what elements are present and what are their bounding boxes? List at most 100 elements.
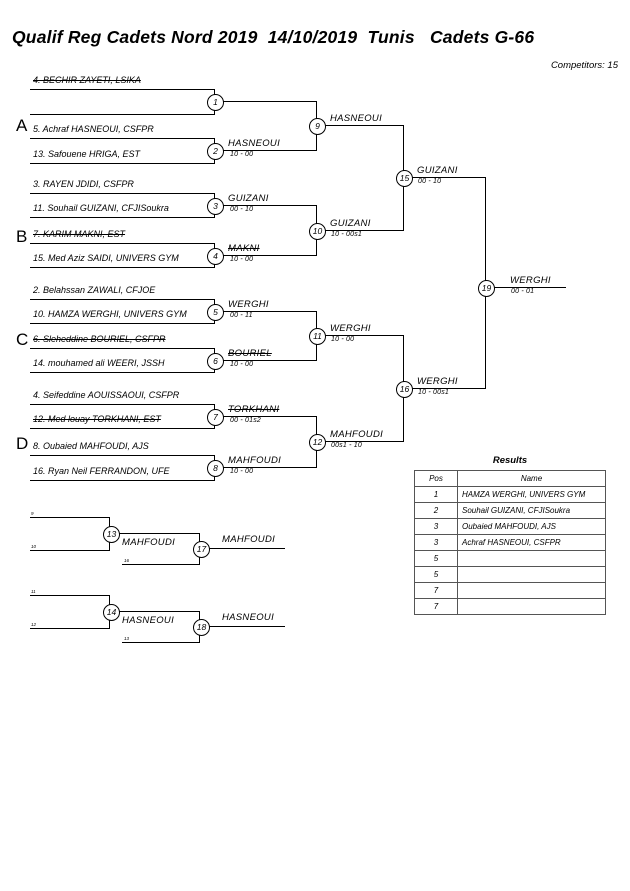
result-name: HAMZA WERGHI, UNIVERS GYM: [457, 486, 606, 503]
match-winner: MAHFOUDI: [330, 429, 384, 440]
result-name: Achraf HASNEOUI, CSFPR: [457, 534, 606, 551]
bracket-line: [411, 388, 486, 389]
match-score: 10 - 00: [331, 336, 355, 343]
result-name: Souhail GUIZANI, CFJISoukra: [457, 502, 606, 519]
athlete-name: 13. Safouene HRIGA, EST: [33, 149, 141, 159]
match-node[interactable]: 7: [207, 409, 224, 426]
match-node[interactable]: 12: [309, 434, 326, 451]
match-score: 10 - 00s1: [331, 231, 362, 238]
section-label-c: C: [16, 330, 29, 349]
match-node[interactable]: 11: [309, 328, 326, 345]
result-position: 5: [414, 550, 458, 567]
section-label-d: D: [16, 434, 29, 453]
bracket-line: [222, 416, 317, 417]
match-winner: GUIZANI: [417, 165, 458, 176]
match-node[interactable]: 1: [207, 94, 224, 111]
competitors-count: Competitors: 15: [550, 60, 618, 71]
bracket-line: [222, 255, 317, 256]
athlete-name: 11. Souhail GUIZANI, CFJISoukra: [33, 203, 169, 213]
match-node[interactable]: 2: [207, 143, 224, 160]
match-winner: GUIZANI: [330, 218, 371, 229]
match-score: 10 - 00s1: [418, 389, 449, 396]
bracket-line: [30, 114, 215, 115]
match-node[interactable]: 8: [207, 460, 224, 477]
repechage-slot: 12: [31, 622, 37, 627]
match-node[interactable]: 3: [207, 198, 224, 215]
bracket-line: [30, 372, 215, 373]
bracket-line: [30, 163, 215, 164]
bracket-line: [30, 550, 110, 551]
table-row: 7: [414, 598, 606, 615]
match-node[interactable]: 4: [207, 248, 224, 265]
bracket-line: [122, 642, 200, 643]
bracket-line: [30, 348, 215, 349]
bracket-line: [30, 243, 215, 244]
match-winner: WERGHI: [228, 299, 269, 310]
match-node[interactable]: 13: [103, 526, 120, 543]
match-winner: TORKHANI: [228, 404, 280, 415]
match-score: 00 - 11: [230, 312, 253, 319]
bracket-line: [324, 125, 404, 126]
match-winner: HASNEOUI: [330, 113, 383, 124]
match-winner: BOURIEL: [228, 348, 272, 359]
match-score: 00 - 10: [230, 206, 254, 213]
match-node[interactable]: 19: [478, 280, 495, 297]
match-winner: WERGHI: [330, 323, 371, 334]
bracket-line: [222, 150, 317, 151]
bracket-line: [207, 626, 285, 627]
repechage-feed-label: HASNEOUI: [122, 615, 175, 626]
table-row: 7: [414, 582, 606, 599]
athlete-name: 4. BECHIR ZAYETI, LSIKA: [33, 75, 141, 85]
section-label-a: A: [16, 116, 28, 135]
athlete-name: 7. KARIM MAKNI, EST: [33, 229, 126, 239]
match-node[interactable]: 9: [309, 118, 326, 135]
result-position: 3: [414, 518, 458, 535]
bracket-line: [411, 177, 486, 178]
match-score: 00 - 10: [418, 178, 442, 185]
match-node[interactable]: 6: [207, 353, 224, 370]
bracket-line: [122, 564, 200, 565]
bracket-line: [324, 441, 404, 442]
match-node[interactable]: 18: [193, 619, 210, 636]
bracket-line: [222, 467, 317, 468]
match-winner: MAKNI: [228, 243, 260, 254]
bracket-line: [222, 311, 317, 312]
athlete-name: 15. Med Aziz SAIDI, UNIVERS GYM: [33, 253, 179, 263]
match-node[interactable]: 14: [103, 604, 120, 621]
repechage-slot: 9: [31, 511, 34, 516]
match-winner: WERGHI: [510, 275, 551, 286]
result-name: [457, 550, 606, 567]
bracket-line: [324, 335, 404, 336]
bracket-line: [30, 89, 215, 90]
bracket-line: [30, 428, 215, 429]
result-position: 1: [414, 486, 458, 503]
match-winner: HASNEOUI: [228, 138, 281, 149]
athlete-name: 4. Seifeddine AOUISSAOUI, CSFPR: [33, 390, 180, 400]
bracket-line: [30, 517, 110, 518]
match-node[interactable]: 15: [396, 170, 413, 187]
bracket-line: [222, 360, 317, 361]
match-node[interactable]: 16: [396, 381, 413, 398]
match-node[interactable]: 5: [207, 304, 224, 321]
match-score: 00s1 - 10: [331, 442, 362, 449]
repechage-slot: 13: [124, 636, 130, 641]
athlete-name: 16. Ryan Neil FERRANDON, UFE: [33, 466, 170, 476]
bracket-line: [30, 404, 215, 405]
match-node[interactable]: 10: [309, 223, 326, 240]
table-header-row: Pos Name: [414, 470, 606, 487]
athlete-name: 6. Sleheddine BOURIEL, CSFPR: [33, 334, 166, 344]
page-title: Qualif Reg Cadets Nord 2019 14/10/2019 T…: [12, 27, 535, 47]
bracket-line: [324, 230, 404, 231]
match-score: 10 - 00: [230, 256, 254, 263]
section-label-b: B: [16, 227, 28, 246]
match-node[interactable]: 17: [193, 541, 210, 558]
repechage-slot: 16: [124, 558, 130, 563]
table-row: 5: [414, 566, 606, 583]
athlete-name: 12. Med louay TORKHANI, EST: [33, 414, 161, 424]
match-score: 10 - 00: [230, 151, 254, 158]
column-header-name: Name: [457, 470, 606, 487]
